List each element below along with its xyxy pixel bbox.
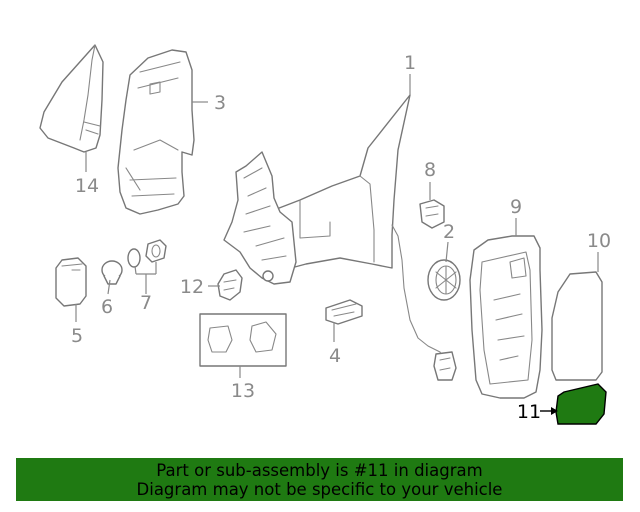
callout-12: 12 — [180, 276, 204, 298]
banner-line-1: Part or sub-assembly is #11 in diagram — [156, 461, 483, 480]
callout-11: 11 — [517, 401, 541, 423]
part-14-cover — [39, 44, 104, 153]
part-6-bulb — [101, 260, 123, 285]
callout-labels: 1 2 3 4 5 6 7 8 9 10 11 12 13 14 — [71, 52, 611, 423]
callout-1: 1 — [404, 52, 416, 74]
callout-14: 14 — [75, 175, 99, 197]
callout-7: 7 — [140, 292, 152, 314]
part-3-housing — [117, 49, 195, 215]
part-2-motor — [427, 259, 461, 301]
callout-5: 5 — [71, 325, 83, 347]
part-5-switch — [55, 257, 87, 307]
callout-3: 3 — [214, 92, 226, 114]
callout-8: 8 — [424, 159, 436, 181]
info-banner: Part or sub-assembly is #11 in diagram D… — [16, 458, 623, 501]
part-8-clip — [419, 199, 445, 229]
callout-4: 4 — [329, 345, 341, 367]
part-12-bracket — [217, 269, 243, 301]
part-11-highlighted — [555, 383, 607, 425]
callout-13: 13 — [231, 380, 255, 402]
part-10-mirror-glass — [551, 271, 603, 381]
banner-line-2: Diagram may not be specific to your vehi… — [136, 480, 503, 499]
leader-lines — [75, 74, 599, 415]
wire-connector — [433, 351, 457, 381]
part-13-kit — [199, 313, 287, 367]
callout-9: 9 — [510, 196, 522, 218]
callout-10: 10 — [587, 230, 611, 252]
part-9-backing-frame — [469, 235, 543, 399]
part-7-socket — [127, 239, 167, 268]
part-1-mirror-arm — [223, 94, 447, 363]
part-4-slide — [325, 299, 363, 325]
callout-2: 2 — [443, 221, 455, 243]
callout-6: 6 — [101, 296, 113, 318]
